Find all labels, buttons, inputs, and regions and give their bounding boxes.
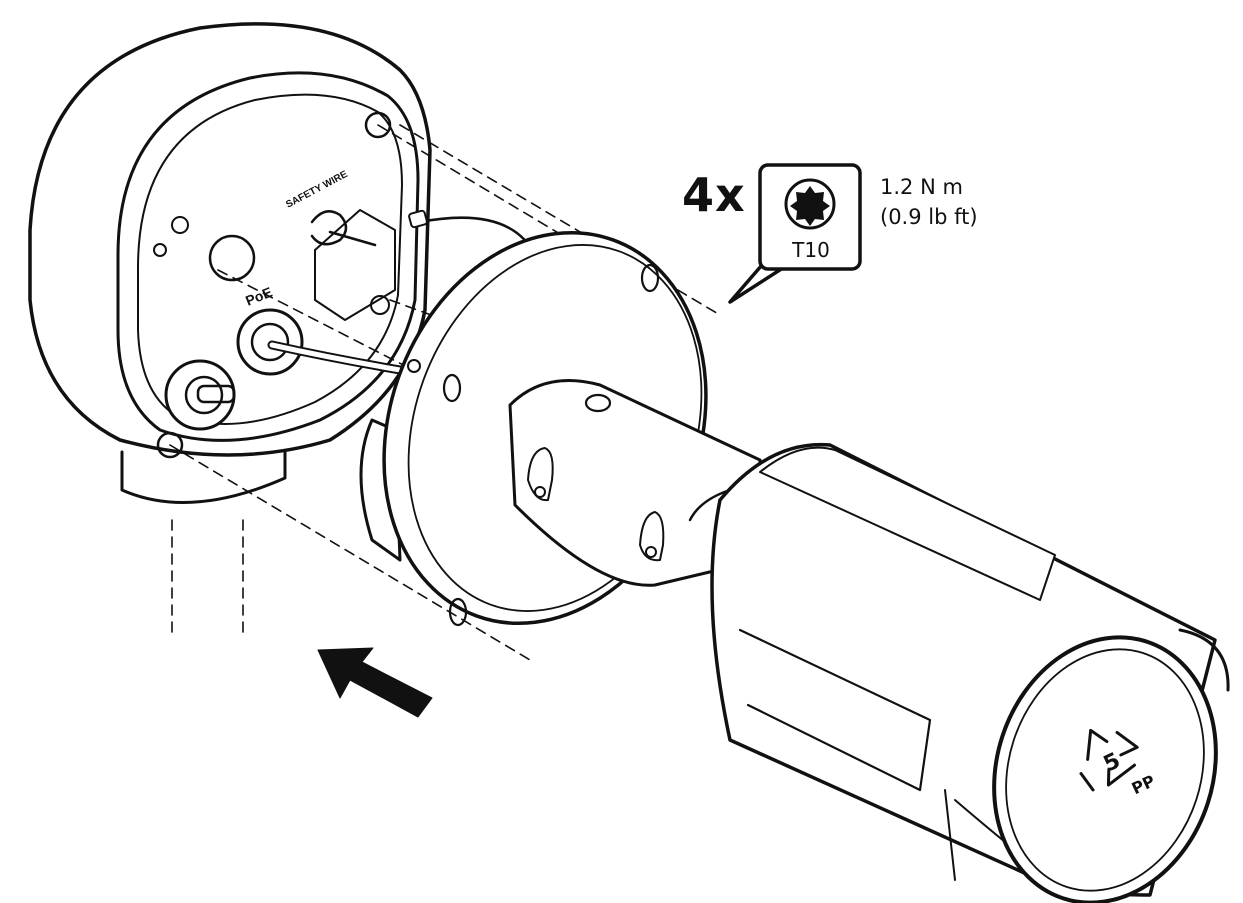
quantity-label: 4x (682, 168, 746, 222)
torque-metric: 1.2 N m (880, 175, 963, 199)
torque-imperial: (0.9 lb ft) (880, 205, 978, 229)
torx-t10-icon (784, 178, 836, 230)
camera-arm (508, 379, 772, 587)
tool-callout (728, 163, 862, 304)
torque-spec: 1.2 N m (0.9 lb ft) (880, 172, 978, 232)
tool-size-label: T10 (792, 238, 830, 262)
front-cap (992, 635, 1218, 903)
push-arrow-icon (317, 647, 433, 718)
junction-box: SAFETY WIRE PoE (28, 22, 432, 504)
